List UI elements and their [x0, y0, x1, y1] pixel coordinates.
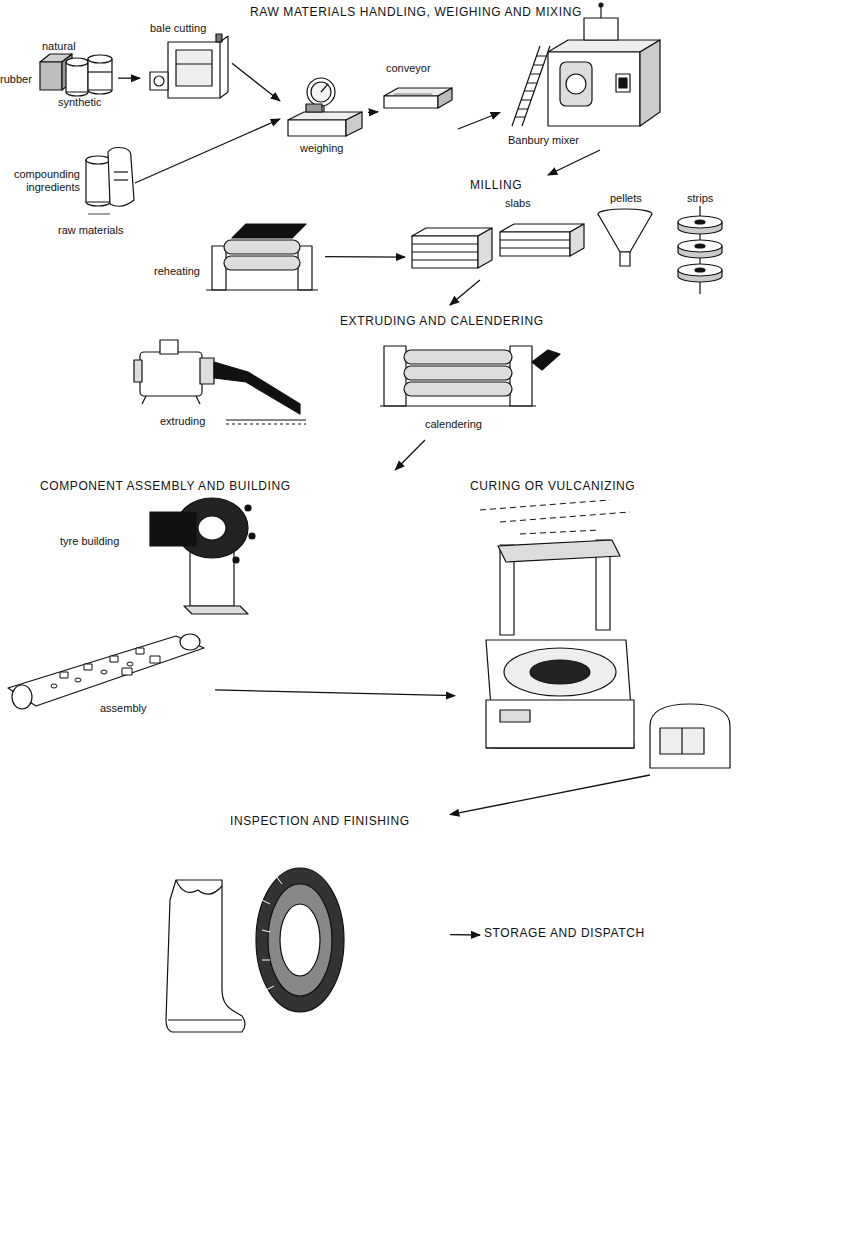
material-label: natural rubber synthetic	[0, 40, 118, 112]
machine-label: tyre building	[60, 495, 260, 620]
item-label: pellets	[610, 192, 642, 205]
item-label: strips	[687, 192, 713, 205]
item-label: natural	[42, 40, 76, 53]
flow-arrow	[458, 113, 500, 130]
process-stage: STORAGE AND DISPATCH	[480, 925, 660, 945]
item-label: weighing	[300, 142, 343, 155]
item-label: calendering	[425, 418, 482, 431]
flow-arrow	[232, 63, 280, 101]
stage-heading: COMPONENT ASSEMBLY AND BUILDING	[40, 480, 291, 494]
item-label: conveyor	[386, 62, 431, 75]
item-label: synthetic	[58, 96, 101, 109]
machine-label: weighing	[280, 78, 368, 160]
product-label: strips	[665, 192, 737, 300]
machine-label: conveyor	[378, 60, 458, 135]
item-label: slabs	[505, 197, 531, 210]
flow-arrow	[215, 690, 455, 696]
flow-arrow	[548, 150, 600, 175]
flow-arrow	[325, 256, 405, 258]
machine-label: Banbury mixer	[500, 0, 665, 150]
stage-heading: EXTRUDING AND CALENDERING	[340, 315, 544, 329]
machine-label: bale cutting	[140, 22, 232, 100]
flow-arrow	[450, 775, 650, 815]
process-stage: MILLING reheating slabs pellets strips	[140, 175, 740, 305]
stage-heading: CURING OR VULCANIZING	[470, 480, 635, 494]
process-stage: EXTRUDING AND CALENDERING extruding calend…	[115, 305, 575, 440]
process-stage: CURING OR VULCANIZING	[455, 470, 740, 775]
machine-label: extruding	[120, 335, 310, 435]
process-stage: COMPONENT ASSEMBLY AND BUILDING tyre buil…	[0, 470, 425, 730]
diagram-title: RAW MATERIALS HANDLING, WEIGHING AND MIX…	[250, 6, 582, 20]
machine-label: calendering	[365, 330, 565, 440]
item-label: reheating	[154, 265, 200, 278]
item-label: raw materials	[58, 224, 123, 237]
flow-arrow	[368, 111, 378, 113]
product-label: slabs	[405, 195, 590, 280]
machine-label: reheating	[150, 215, 325, 300]
material-label: compounding ingredients raw materials	[0, 140, 135, 240]
item-label: compounding ingredients	[0, 168, 80, 193]
flow-arrow	[135, 119, 280, 183]
flow-arrow	[450, 934, 480, 936]
item-label: Banbury mixer	[508, 134, 579, 147]
machine-label: assembly	[0, 630, 215, 725]
item-label: tyre building	[60, 535, 119, 548]
stage-heading: MILLING	[470, 179, 522, 193]
item-label: extruding	[160, 415, 205, 428]
item-label: rubber	[0, 73, 32, 86]
item-label: assembly	[100, 702, 146, 715]
flow-arrow	[450, 280, 480, 305]
stage-heading: STORAGE AND DISPATCH	[484, 927, 645, 941]
stage-heading: INSPECTION AND FINISHING	[230, 815, 410, 829]
item-label: bale cutting	[150, 22, 206, 35]
product-label: pellets	[590, 192, 660, 275]
flow-arrow	[395, 440, 425, 470]
process-stage: INSPECTION AND FINISHING	[150, 805, 450, 1045]
flow-arrow	[118, 78, 140, 79]
